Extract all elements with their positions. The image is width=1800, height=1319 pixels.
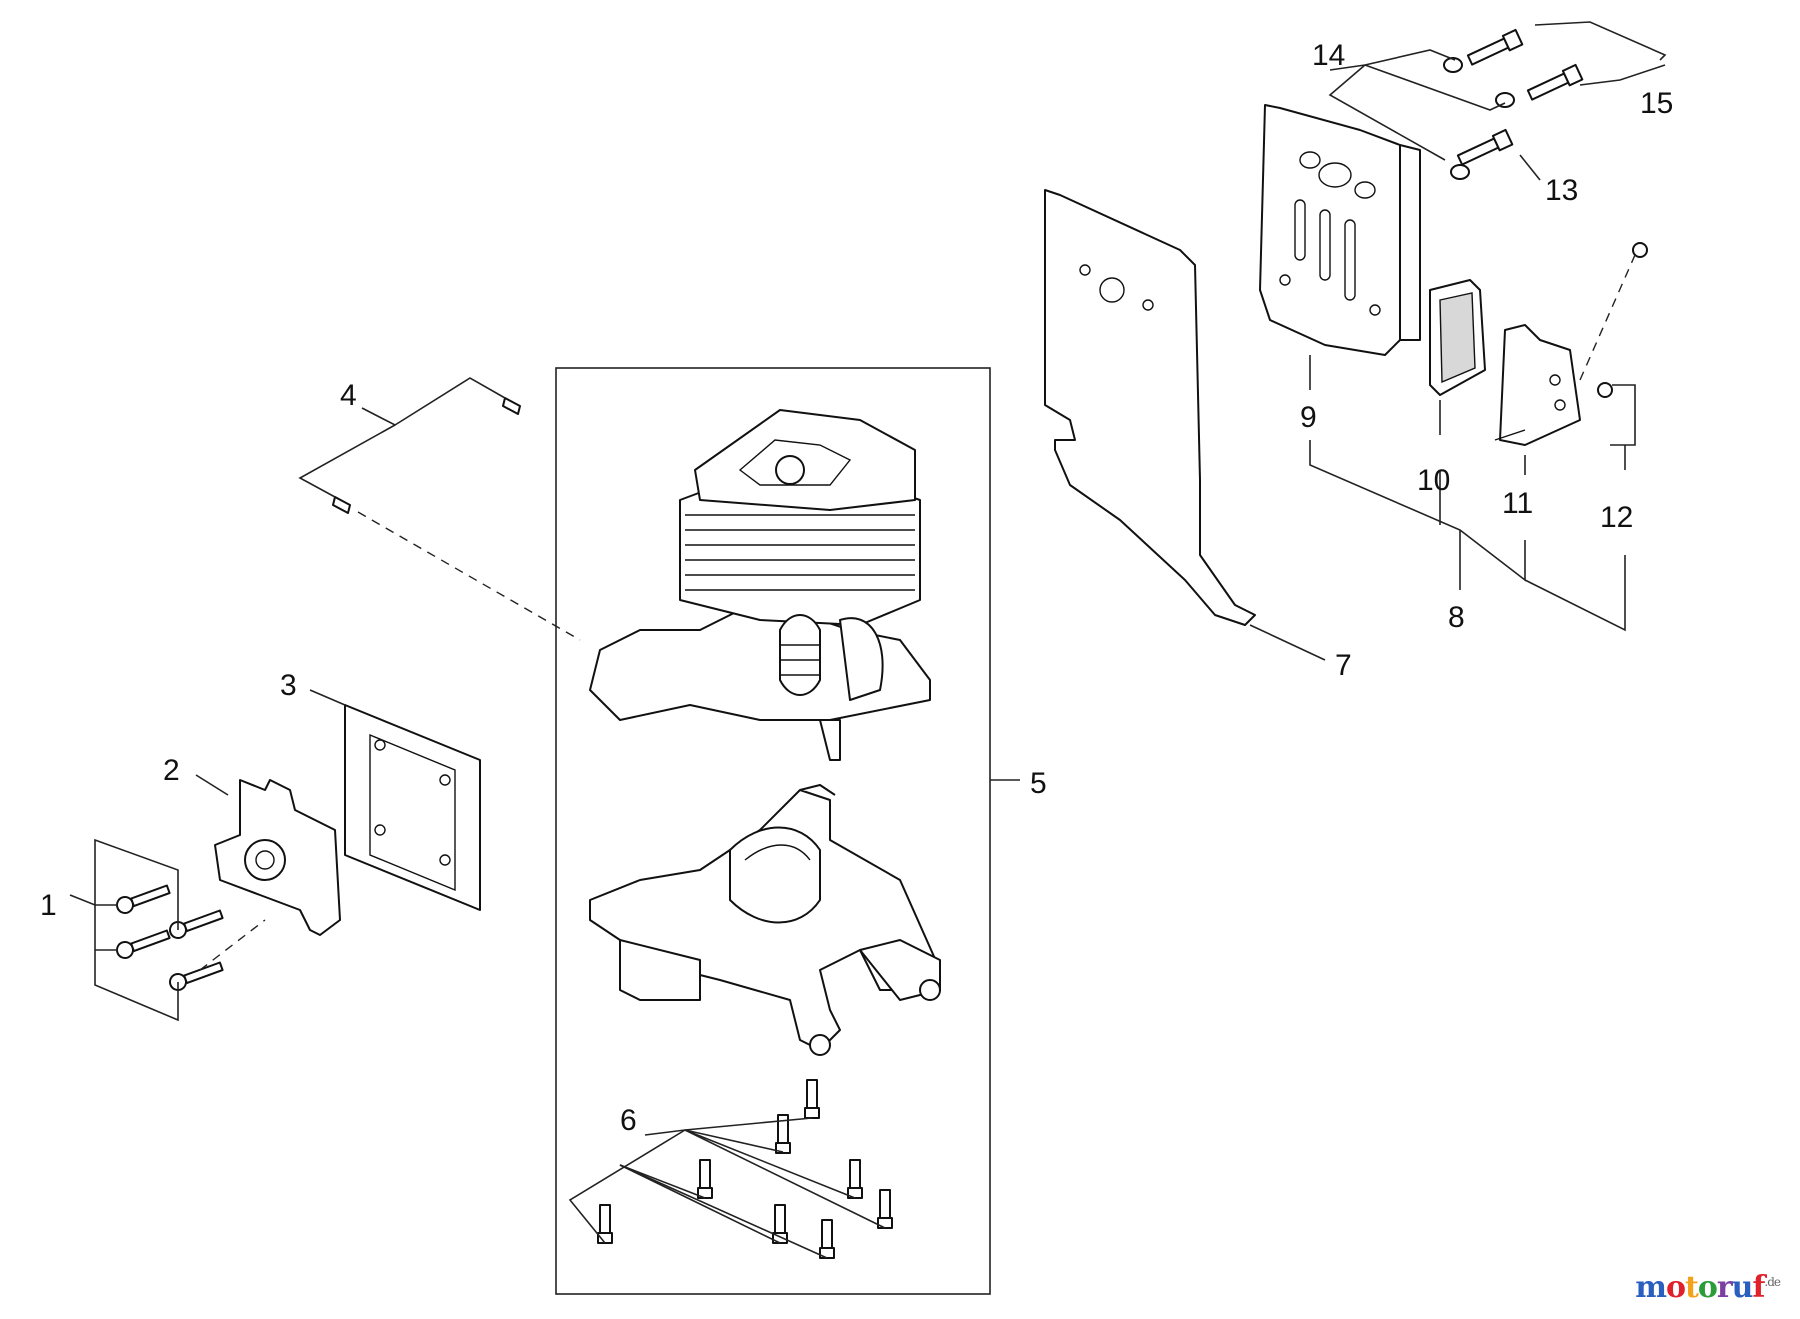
leader-6	[568, 1117, 886, 1259]
callout-1: 1	[40, 889, 57, 922]
watermark-letter: t	[1684, 1270, 1699, 1305]
leader-10-11	[1439, 400, 1526, 475]
leader-1	[69, 838, 179, 1022]
intake-screws	[116, 884, 224, 991]
watermark-letter: o	[1697, 1270, 1718, 1305]
gasket-drawing	[344, 704, 481, 911]
arrestor-cover-drawing	[1494, 324, 1581, 446]
leader-2	[195, 774, 229, 796]
callout-15: 15	[1640, 87, 1673, 120]
leader-9-8	[1309, 355, 1626, 632]
crankcase-screws	[597, 1079, 893, 1259]
intake-adapter-drawing	[214, 779, 341, 936]
dash-1	[199, 919, 266, 971]
leader-12	[1610, 384, 1636, 470]
callout-4: 4	[340, 379, 357, 412]
watermark-letter: u	[1731, 1270, 1754, 1305]
crankcase-drawing	[589, 784, 941, 1056]
heat-shield-drawing	[1044, 189, 1256, 626]
leader-13-14-15	[1328, 21, 1667, 181]
callout-14: 14	[1312, 39, 1345, 72]
callout-10: 10	[1417, 464, 1450, 497]
callout-7: 7	[1335, 649, 1352, 682]
watermark-letter: f	[1752, 1270, 1765, 1305]
muffler-bolts	[1443, 28, 1584, 180]
watermark-letter: o	[1665, 1270, 1686, 1305]
callout-12: 12	[1600, 501, 1633, 534]
callout-5: 5	[1030, 767, 1047, 800]
callout-2: 2	[163, 754, 180, 787]
callout-6: 6	[620, 1104, 637, 1137]
callout-3: 3	[280, 669, 297, 702]
callout-13: 13	[1545, 174, 1578, 207]
dowel-pins	[332, 397, 521, 514]
callout-11: 11	[1502, 487, 1533, 520]
leader-7	[1249, 624, 1326, 661]
callout-9: 9	[1300, 401, 1317, 434]
watermark-letter: m	[1635, 1270, 1667, 1305]
watermark-brand: motoruf	[1635, 1270, 1765, 1305]
leader-4	[298, 377, 581, 641]
spark-screen-drawing	[1429, 279, 1486, 396]
leader-3	[309, 689, 346, 706]
engine-group-box	[555, 367, 991, 1295]
cylinder-drawing	[589, 409, 931, 761]
watermark-letter: r	[1716, 1270, 1733, 1305]
watermark-tld: .de	[1764, 1275, 1781, 1289]
muffler-drawing	[1259, 104, 1421, 356]
callout-8: 8	[1448, 601, 1465, 634]
watermark: motoruf.de	[1635, 1270, 1781, 1305]
arrestor-screws	[1579, 242, 1648, 398]
